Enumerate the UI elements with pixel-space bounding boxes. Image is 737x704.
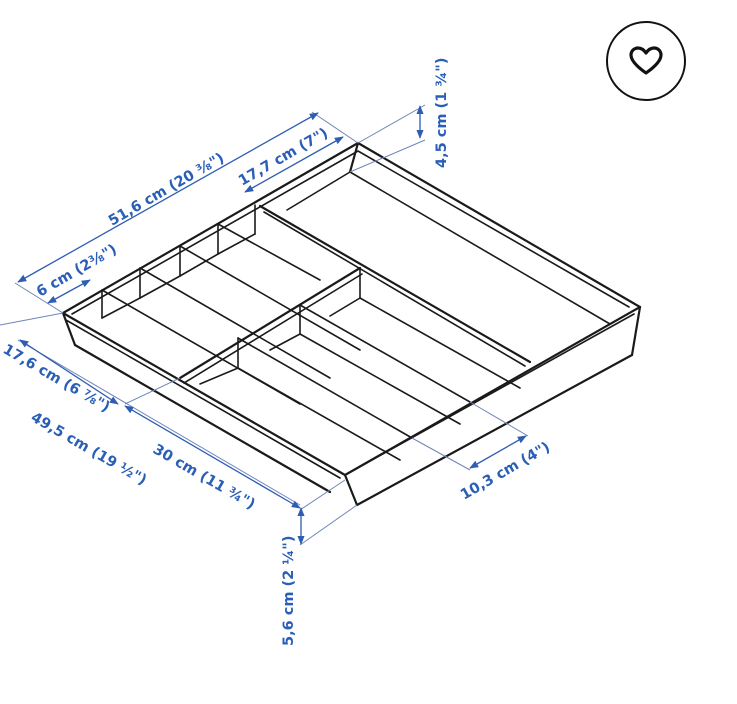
favorite-button[interactable] [606, 21, 686, 101]
heart-icon [629, 46, 663, 75]
dim-overall-depth: 49,5 cm (19 ½") [28, 410, 149, 489]
dim-side-compartment-width: 10,3 cm (4") [458, 439, 553, 503]
dim-small-compartment-width: 6 cm (2⅜") [34, 242, 120, 301]
dim-inner-height: 4,5 cm (1 ¾") [434, 58, 450, 168]
dimension-annotations: 51,6 cm (20 ⅜") 17,7 cm (7") 6 cm (2⅜") … [0, 58, 553, 646]
dim-overall-height: 5,6 cm (2 ¼") [281, 536, 297, 646]
dim-overall-width: 51,6 cm (20 ⅜") [106, 150, 227, 229]
dim-large-compartment-width: 17,7 cm (7") [236, 125, 331, 189]
dim-front-section-depth: 17,6 cm (6 ⅞") [0, 342, 112, 416]
